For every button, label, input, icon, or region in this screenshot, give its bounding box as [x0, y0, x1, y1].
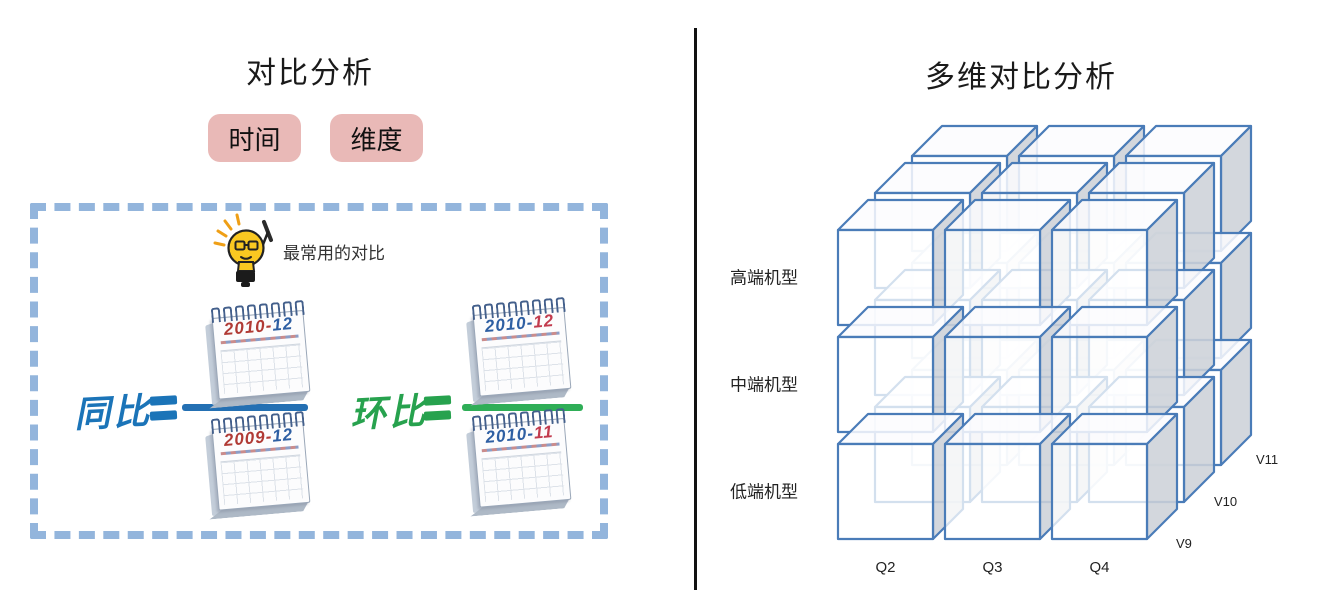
formula-mom-label: 环比: [349, 389, 430, 436]
right-panel-title: 多维对比分析: [925, 61, 1117, 94]
calendar-2010-11: 2010-11: [464, 407, 576, 514]
col-label-2: Q3: [982, 559, 1002, 576]
depth-label-2: V10: [1214, 494, 1237, 509]
equals-sign-mom: [423, 395, 452, 426]
row-label-2: 中端机型: [730, 376, 798, 395]
panel-divider: [694, 28, 697, 590]
calendar-2010-12-mom: 2010-12: [464, 296, 576, 403]
cube-face: [943, 442, 1042, 541]
row-label-3: 低端机型: [730, 483, 798, 502]
formula-yoy-label: 同比: [73, 389, 154, 436]
fraction-line-yoy: [182, 404, 308, 411]
left-panel-title: 对比分析: [246, 57, 374, 90]
tag-dimension[interactable]: 维度: [330, 114, 423, 162]
col-label-1: Q2: [875, 559, 895, 576]
col-label-3: Q4: [1089, 559, 1109, 576]
cube-face: [1050, 442, 1149, 541]
fraction-line-mom: [462, 404, 583, 411]
row-label-1: 高端机型: [730, 269, 798, 288]
tag-time[interactable]: 时间: [208, 114, 301, 162]
dashed-highlight-box: [30, 203, 608, 539]
calendar-2009-12: 2009-12: [203, 410, 315, 517]
tip-text: 最常用的对比: [283, 244, 385, 263]
calendar-2010-12: 2010-12: [203, 299, 315, 406]
lightbulb-idea-icon: [213, 213, 273, 287]
cube-face: [836, 442, 935, 541]
equals-sign-yoy: [149, 395, 178, 426]
depth-label-3: V11: [1256, 452, 1278, 467]
depth-label-1: V9: [1176, 536, 1192, 551]
